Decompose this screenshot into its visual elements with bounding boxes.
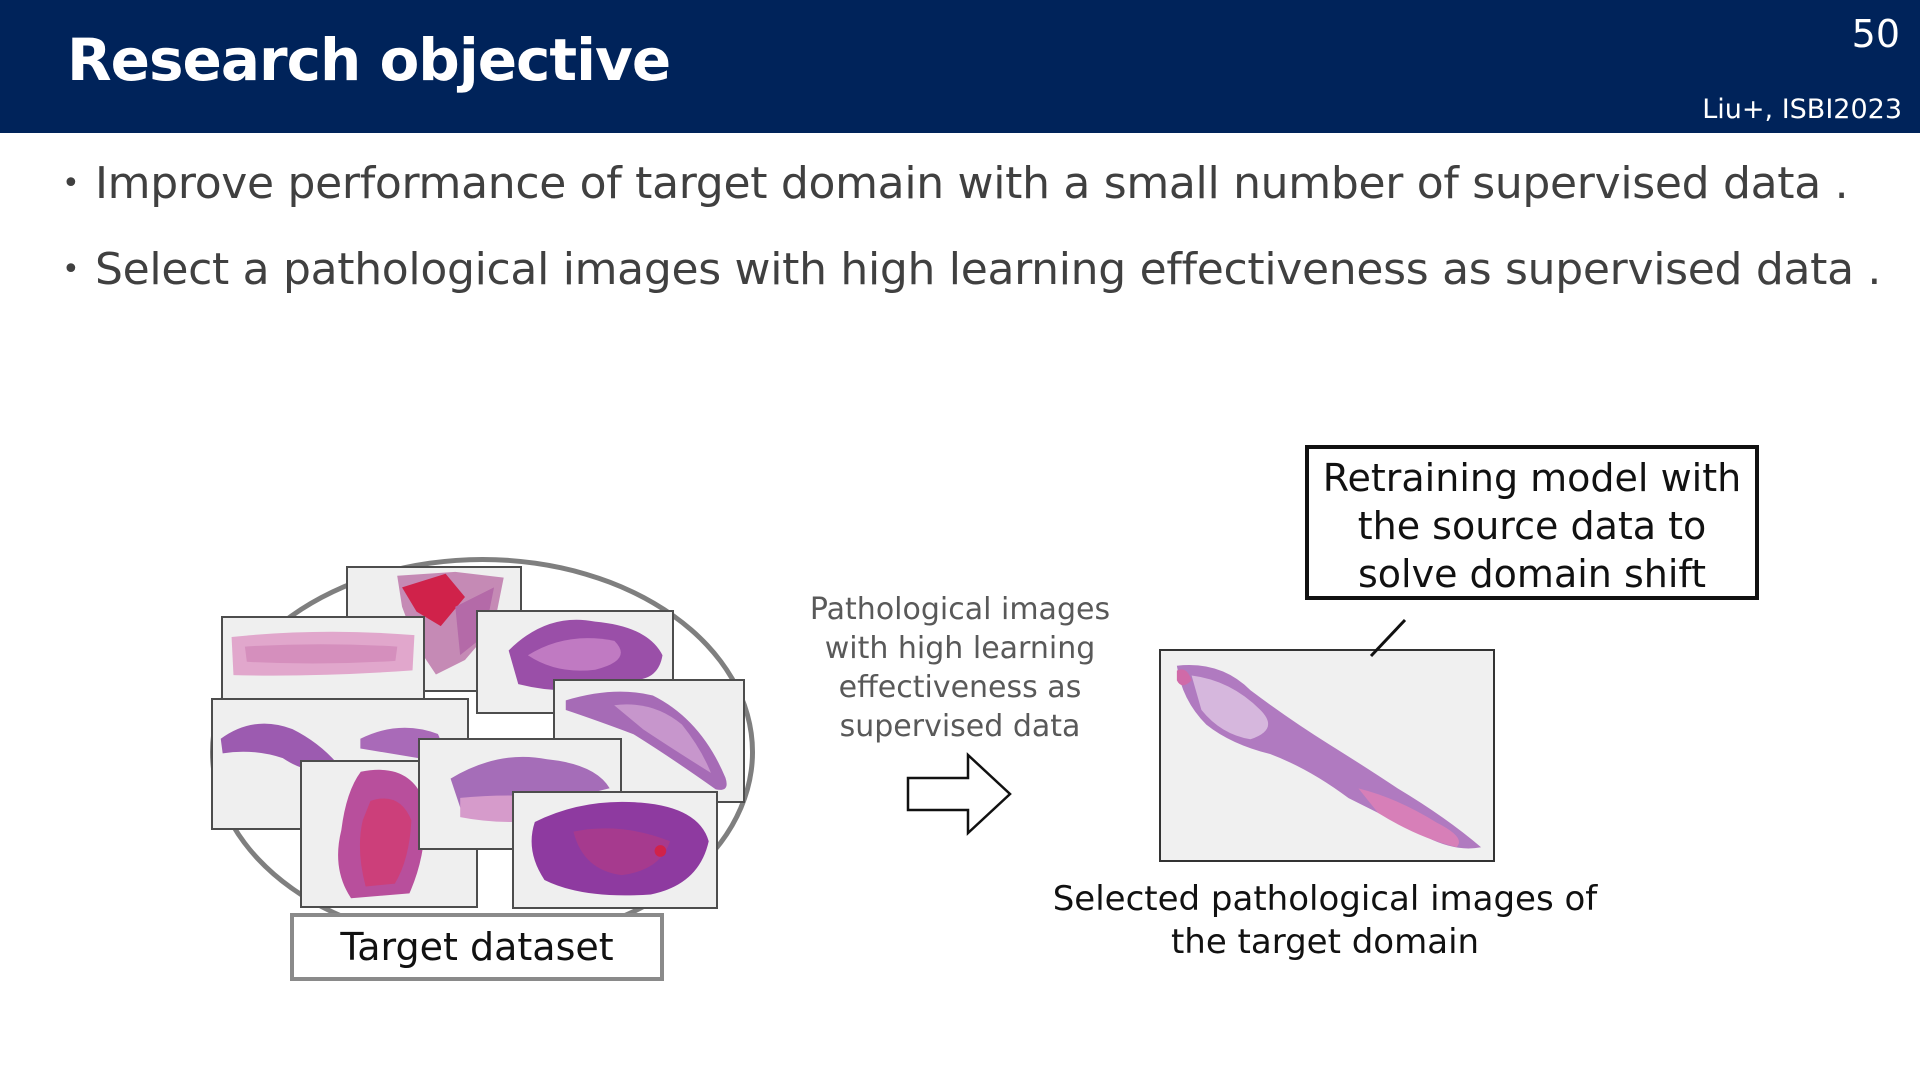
caption-line: effectiveness as <box>790 668 1130 707</box>
caption-line: Pathological images <box>790 590 1130 629</box>
target-dataset-label: Target dataset <box>290 913 664 981</box>
page-number: 50 <box>1852 12 1900 56</box>
pathology-thumbnail <box>512 791 718 909</box>
callout-connector-line <box>1365 618 1410 660</box>
bullet-text: Select a pathological images with high l… <box>95 244 1881 295</box>
bullet-dot-icon: • <box>62 238 79 302</box>
arrow-caption: Pathological images with high learning e… <box>790 590 1130 746</box>
caption-line: Selected pathological images of <box>1040 878 1610 921</box>
caption-line: supervised data <box>790 707 1130 746</box>
retraining-line: Retraining model with <box>1309 454 1755 502</box>
retraining-note-box: Retraining model with the source data to… <box>1305 445 1759 600</box>
tissue-image-icon <box>514 793 716 907</box>
tissue-image-icon <box>223 618 423 698</box>
caption-line: the target domain <box>1040 921 1610 964</box>
tissue-image-icon <box>1161 651 1493 860</box>
selected-pathology-image <box>1159 649 1495 862</box>
citation: Liu+, ISBI2023 <box>1702 94 1902 125</box>
retraining-line: the source data to <box>1309 502 1755 550</box>
bullet-item: • Select a pathological images with high… <box>62 238 1892 324</box>
right-arrow-icon <box>906 752 1014 836</box>
slide-header: Research objective 50 Liu+, ISBI2023 <box>0 0 1920 133</box>
retraining-line: solve domain shift <box>1309 550 1755 598</box>
caption-line: with high learning <box>790 629 1130 668</box>
bullet-text: Improve performance of target domain wit… <box>95 158 1848 209</box>
bullet-dot-icon: • <box>62 152 79 216</box>
slide-title: Research objective <box>67 26 670 94</box>
bullet-item: • Improve performance of target domain w… <box>62 152 1892 238</box>
selected-images-caption: Selected pathological images of the targ… <box>1040 878 1610 964</box>
pathology-thumbnail <box>221 616 425 700</box>
bullet-list: • Improve performance of target domain w… <box>62 152 1892 324</box>
